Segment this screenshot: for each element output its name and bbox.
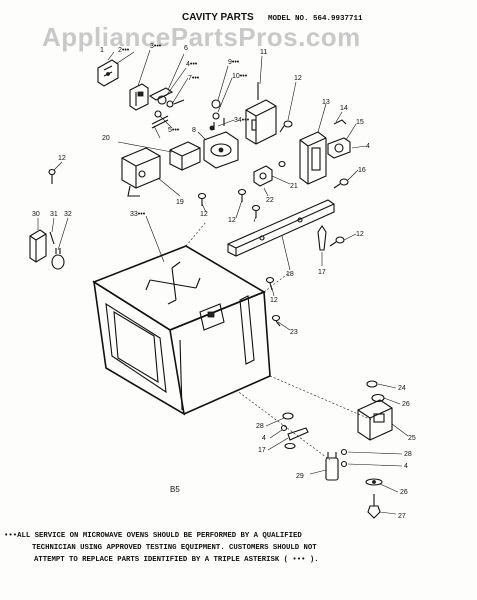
washer-part (282, 412, 294, 420)
screw-part (271, 314, 281, 327)
fuse-part (327, 137, 351, 159)
callout-12-right: 12 (356, 231, 364, 238)
service-note-line-2: TECHNICIAN USING APPROVED TESTING EQUIPM… (32, 544, 317, 552)
thermal-protector-part (169, 141, 201, 171)
fuse-clip-part (333, 119, 347, 125)
switch-bracket-part (97, 59, 119, 87)
callout-26-lower: 26 (400, 489, 408, 496)
screw-part (279, 120, 293, 133)
capacitor-part (325, 452, 339, 481)
door-switch-actuator-part (148, 87, 185, 108)
screw-part (340, 460, 348, 468)
callout-12-left: 12 (58, 155, 66, 162)
callout-20: 20 (102, 135, 110, 142)
callout-28-right: 28 (404, 451, 412, 458)
screw-part (340, 448, 348, 456)
screw-part (265, 276, 275, 291)
callout-19: 19 (176, 199, 184, 206)
callout-9: 9••• (228, 59, 240, 66)
callout-4-right: 4 (366, 143, 370, 150)
callout-15: 15 (356, 119, 364, 126)
callout-26-upper: 26 (402, 401, 410, 408)
fuse-holder-part (299, 131, 327, 185)
diagram-title: CAVITY PARTS (182, 12, 254, 23)
callout-4-lower-left: 4 (262, 435, 266, 442)
callout-10: 10••• (232, 73, 248, 80)
callout-24: 24 (398, 385, 406, 392)
callout-11: 11 (260, 49, 267, 56)
service-note-line-1: •••ALL SERVICE ON MICROWAVE OVENS SHOULD… (4, 532, 302, 540)
callout-6: 6 (184, 45, 188, 52)
callout-1: 1 (100, 47, 104, 54)
latch-lever-part (287, 427, 309, 441)
oven-cavity-part (92, 245, 271, 416)
callout-25: 25 (408, 435, 416, 442)
callout-13: 13 (322, 99, 330, 106)
callout-7: 7••• (188, 75, 200, 82)
callout-12-center-2: 12 (228, 217, 236, 224)
callout-34: 34••• (234, 117, 250, 124)
latch-pin-part (317, 225, 327, 251)
callout-14: 14 (340, 105, 348, 112)
screw-part (278, 160, 286, 168)
callout-28-left: 28 (256, 423, 264, 430)
screw-part (48, 168, 56, 184)
oven-lamp-part (51, 248, 65, 270)
callout-27: 27 (398, 513, 406, 520)
watermark-text: AppliancePartsPros.com (42, 22, 361, 52)
callout-3: 3••• (150, 43, 162, 50)
screw-part (329, 236, 345, 247)
callout-30: 30 (32, 211, 40, 218)
washer-part (365, 478, 383, 486)
callout-33: 33••• (130, 211, 146, 218)
callout-12-upper: 12 (294, 75, 302, 82)
callout-22: 22 (266, 197, 274, 204)
motor-coupler-part (209, 99, 221, 131)
lamp-wire-part (49, 231, 55, 245)
washer-part (284, 442, 296, 450)
washer-part (366, 380, 378, 388)
screw-part (333, 178, 349, 189)
thermal-cutout-part (253, 165, 273, 187)
callout-31: 31 (50, 211, 58, 218)
mounting-plate-part (245, 82, 277, 145)
callout-4-lower-right: 4 (404, 463, 408, 470)
callout-12-lower: 12 (270, 297, 278, 304)
stirrer-motor-part (203, 118, 239, 169)
sheet-code: B5 (170, 485, 180, 494)
callout-21: 21 (290, 183, 298, 190)
mounting-screw-part (367, 494, 381, 519)
callout-29: 29 (296, 473, 304, 480)
high-voltage-diode-part (357, 399, 393, 441)
callout-32: 32 (64, 211, 72, 218)
mounting-bracket-part (121, 147, 161, 197)
model-number: MODEL NO. 564.9937711 (268, 15, 363, 23)
callout-18: 18 (286, 271, 294, 278)
service-note-line-3: ATTEMPT TO REPLACE PARTS IDENTIFIED BY A… (34, 556, 319, 564)
door-switch-upper-part (129, 83, 149, 111)
callout-17: 17 (318, 269, 326, 276)
callout-5: 5••• (168, 127, 180, 134)
callout-17-lower: 17 (258, 447, 266, 454)
lamp-socket-part (29, 229, 47, 263)
door-guide-rail-part (227, 199, 335, 257)
callout-23: 23 (290, 329, 298, 336)
callout-4: 4••• (186, 61, 198, 68)
callout-8: 8 (192, 127, 196, 134)
callout-2: 2••• (118, 47, 130, 54)
callout-12-center: 12 (200, 211, 208, 218)
callout-16: 16 (358, 167, 366, 174)
switch-cluster-small-parts (151, 110, 169, 129)
screw-part (280, 424, 288, 432)
screw-part (197, 192, 207, 206)
